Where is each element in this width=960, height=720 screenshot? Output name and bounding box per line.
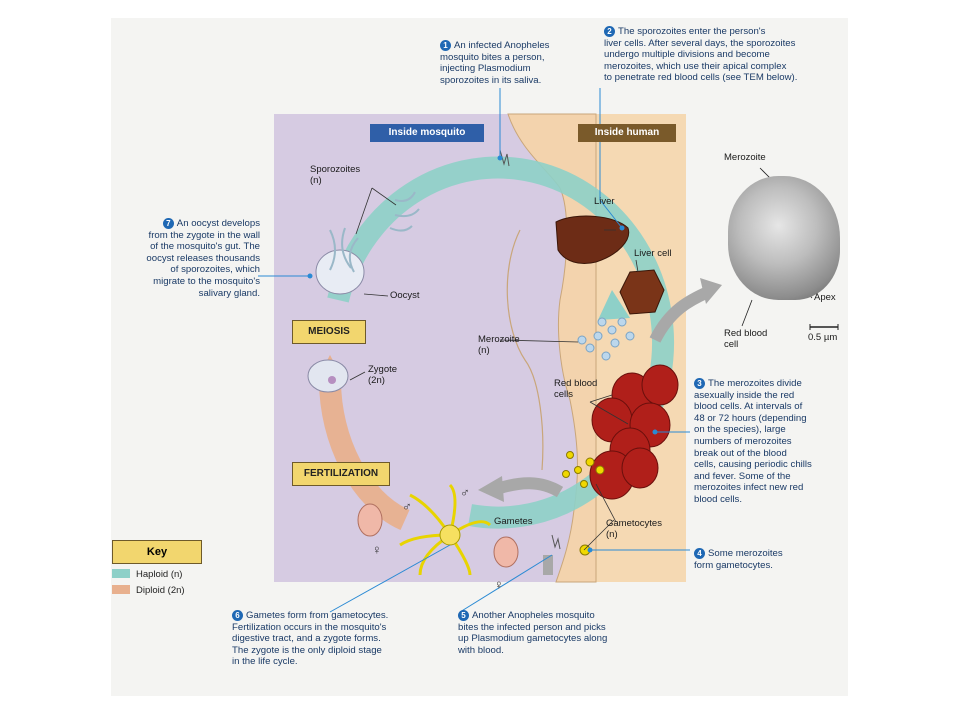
- liver: [555, 215, 630, 264]
- step-badge: 5: [458, 610, 469, 621]
- inside-human-header: Inside human: [578, 124, 676, 142]
- gametocytes-label: Gametocytes(n): [606, 518, 662, 540]
- liver-cell-label: Liver cell: [634, 248, 672, 259]
- step-badge: 7: [162, 218, 174, 229]
- tem-merozoite-label: Merozoite: [724, 152, 766, 163]
- gray-arrow-to-gametes: [498, 477, 564, 498]
- sporozoites-label: Sporozoites(n): [310, 164, 361, 186]
- merozoite-label: Merozoite(n): [478, 334, 520, 356]
- step-badge: 3: [694, 378, 705, 389]
- female-gamete-left: [357, 503, 383, 537]
- oocyst-label: Oocyst: [390, 290, 420, 301]
- female-gamete-right: [493, 536, 519, 568]
- gametes-label: Gametes: [494, 516, 533, 527]
- zygote: [307, 359, 349, 393]
- male-symbol-top: ♂: [460, 485, 470, 500]
- female-symbol-left: ♀: [372, 542, 382, 557]
- liver-label: Liver: [594, 196, 615, 207]
- zygote-label: Zygote(2n): [368, 364, 398, 386]
- male-symbol-left: ♂: [402, 499, 412, 514]
- human-arm: [506, 229, 544, 471]
- diploid-swatch: [112, 585, 130, 594]
- gray-arrow-to-tem: [649, 286, 711, 343]
- inside-mosquito-header: Inside mosquito: [370, 124, 484, 142]
- liver-cell: [619, 269, 665, 315]
- red-blood-cells-label: Red blood cells: [554, 378, 598, 400]
- fertilization-stage: FERTILIZATION: [292, 462, 390, 486]
- key-diploid: Diploid (2n): [112, 584, 185, 597]
- step-badge: 6: [232, 610, 243, 621]
- step-badge: 1: [440, 40, 451, 51]
- key-title: Key: [112, 540, 202, 564]
- merozoite-cluster: [577, 317, 635, 361]
- oocyst: [315, 249, 365, 295]
- tem-scale-label: 0.5 µm: [808, 332, 838, 343]
- haploid-arrowhead: [598, 290, 630, 320]
- haploid-swatch: [112, 569, 130, 578]
- gametocyte-dots: [562, 451, 605, 556]
- tem-apex-label: Apex: [814, 292, 836, 303]
- tem-merozoite-micrograph: [728, 176, 840, 300]
- step-badge: 2: [604, 26, 615, 37]
- diploid-cycle-arrow: [319, 379, 410, 531]
- step-badge: 4: [694, 548, 705, 559]
- tem-red-blood-cell-label: Red blood cell: [724, 328, 768, 350]
- key-haploid: Haploid (n): [112, 568, 182, 581]
- sporozoite-swirls: [329, 191, 420, 273]
- female-symbol-right: ♀: [494, 577, 504, 592]
- meiosis-stage: MEIOSIS: [292, 320, 366, 344]
- haploid-cycle-arrow: [327, 156, 675, 529]
- mosquito-bite-bottom: [551, 534, 561, 550]
